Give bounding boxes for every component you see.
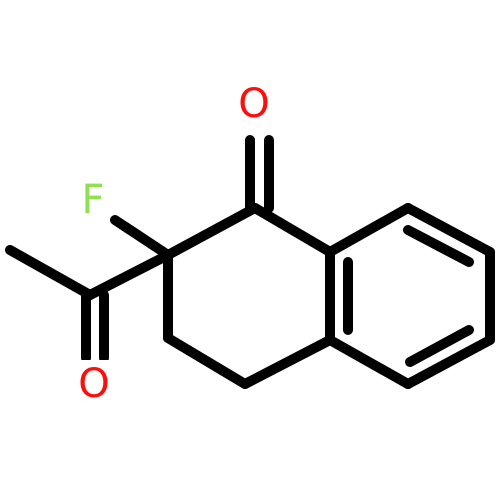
bond-c6-c5	[403, 335, 495, 389]
bond-group	[5, 135, 495, 389]
atom-o-acetyl: O	[78, 361, 109, 407]
bond-c8a-c8	[325, 203, 413, 257]
bond-c1-c8a	[250, 203, 335, 257]
bond-c8-c7	[403, 203, 495, 257]
bond-c2-f	[110, 215, 173, 260]
o-acetyl-label-bg	[74, 360, 114, 408]
o-ketone-label-bg	[234, 80, 274, 128]
bond-aromatic-inner-1	[403, 225, 474, 267]
bond-c2-acetyl-c	[85, 250, 173, 300]
fluorine-label-bg	[76, 176, 110, 224]
bond-aromatic-inner-2	[405, 325, 474, 367]
bond-c3-c4	[163, 333, 250, 389]
atom-o-ketone: O	[238, 81, 269, 127]
atom-label-group: O F O	[74, 80, 274, 408]
bond-c1-c2	[163, 203, 260, 260]
bond-c5-c4a	[325, 335, 413, 389]
atom-fluorine: F	[81, 177, 104, 223]
bond-c4-c4a	[240, 335, 335, 389]
bond-acetyl-methyl	[5, 245, 95, 300]
